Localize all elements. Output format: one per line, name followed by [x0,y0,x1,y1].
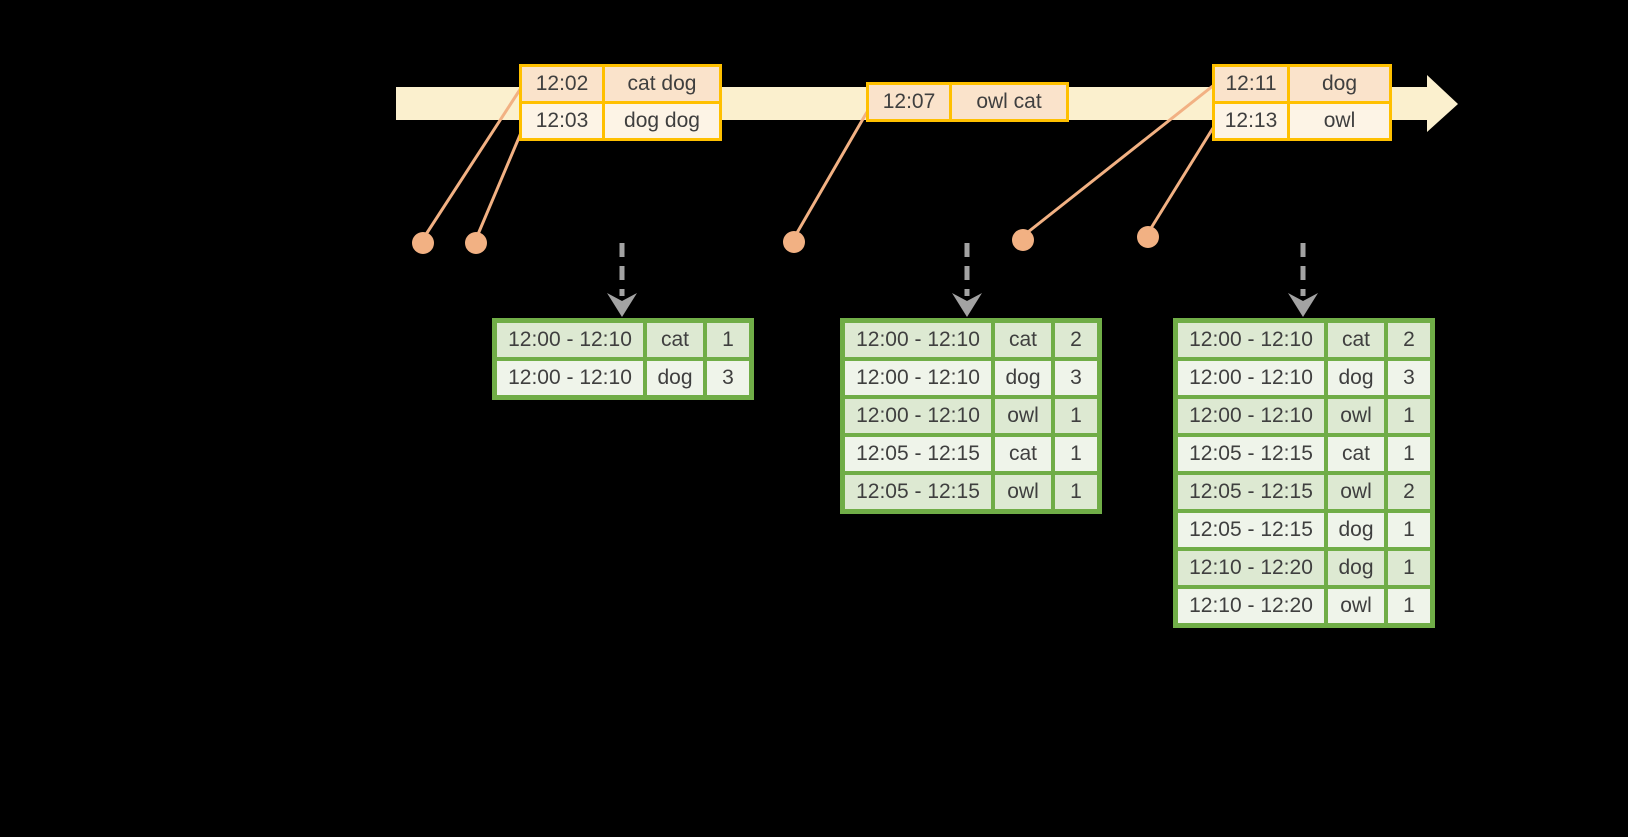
event-time-dot [465,232,487,254]
window-cell: 12:05 - 12:15 [1173,433,1328,475]
trigger-arrowhead-icon [952,293,982,317]
table-row: 12:00 - 12:10 dog 3 [1173,357,1435,399]
count-cell: 1 [1051,471,1102,514]
word-cell: cat [991,433,1055,475]
word-cell: owl [1324,585,1388,628]
event-time-dot [1137,226,1159,248]
word-cell: cat [1324,318,1388,361]
table-row: 12:10 - 12:20 owl 1 [1173,585,1435,628]
event-time-cell: 12:03 [519,101,605,141]
window-cell: 12:00 - 12:10 [492,318,647,361]
trigger-arrowhead-icon [607,293,637,317]
event-time-cell: 12:07 [866,82,952,122]
count-cell: 1 [703,318,754,361]
table-row: 12:13 owl [1212,101,1392,141]
window-cell: 12:00 - 12:10 [492,357,647,400]
table-row: 12:07 owl cat [866,82,1069,122]
word-cell: dog [991,357,1055,399]
count-cell: 1 [1051,395,1102,437]
window-cell: 12:00 - 12:10 [840,357,995,399]
table-row: 12:00 - 12:10 dog 3 [840,357,1102,399]
count-cell: 2 [1051,318,1102,361]
table-row: 12:00 - 12:10 cat 2 [1173,318,1435,361]
table-row: 12:00 - 12:10 cat 1 [492,318,754,361]
event-time-dots [412,226,1159,254]
window-cell: 12:00 - 12:10 [840,395,995,437]
word-cell: cat [643,318,707,361]
window-cell: 12:05 - 12:15 [1173,509,1328,551]
window-cell: 12:00 - 12:10 [1173,318,1328,361]
window-cell: 12:00 - 12:10 [1173,357,1328,399]
window-cell: 12:00 - 12:10 [840,318,995,361]
table-row: 12:05 - 12:15 owl 1 [840,471,1102,514]
event-words-cell: dog [1287,64,1392,104]
result-table-2: 12:00 - 12:10 cat 2 12:00 - 12:10 dog 3 … [840,318,1102,514]
event-connector-line [1146,127,1215,234]
window-cell: 12:10 - 12:20 [1173,547,1328,589]
table-row: 12:10 - 12:20 dog 1 [1173,547,1435,589]
event-time-cell: 12:13 [1212,101,1290,141]
word-cell: owl [991,471,1055,514]
event-time-dot [783,231,805,253]
event-table-1: 12:02 cat dog 12:03 dog dog [519,64,722,141]
timeline-arrowhead-icon [1427,75,1458,132]
event-time-cell: 12:11 [1212,64,1290,104]
table-row: 12:00 - 12:10 owl 1 [1173,395,1435,437]
table-row: 12:03 dog dog [519,101,722,141]
event-table-2: 12:07 owl cat [866,82,1069,122]
word-cell: cat [991,318,1055,361]
word-cell: cat [1324,433,1388,475]
window-cell: 12:10 - 12:20 [1173,585,1328,628]
word-cell: owl [991,395,1055,437]
count-cell: 2 [1384,318,1435,361]
count-cell: 3 [1051,357,1102,399]
count-cell: 1 [1384,433,1435,475]
event-time-dot [1012,229,1034,251]
count-cell: 2 [1384,471,1435,513]
table-row: 12:00 - 12:10 cat 2 [840,318,1102,361]
count-cell: 1 [1384,585,1435,628]
event-connector-line [421,87,523,240]
event-connector-lines [421,83,1215,240]
event-words-cell: dog dog [602,101,722,141]
window-cell: 12:05 - 12:15 [1173,471,1328,513]
count-cell: 3 [703,357,754,400]
count-cell: 1 [1384,509,1435,551]
event-words-cell: owl [1287,101,1392,141]
word-cell: owl [1324,471,1388,513]
word-cell: dog [1324,357,1388,399]
result-table-3: 12:00 - 12:10 cat 2 12:00 - 12:10 dog 3 … [1173,318,1435,628]
result-table-1: 12:00 - 12:10 cat 1 12:00 - 12:10 dog 3 [492,318,754,400]
event-time-cell: 12:02 [519,64,605,104]
word-cell: dog [1324,509,1388,551]
table-row: 12:11 dog [1212,64,1392,104]
trigger-arrowhead-icon [1288,293,1318,317]
word-cell: dog [643,357,707,400]
table-row: 12:00 - 12:10 owl 1 [840,395,1102,437]
window-cell: 12:05 - 12:15 [840,471,995,514]
table-row: 12:05 - 12:15 dog 1 [1173,509,1435,551]
event-time-dot [412,232,434,254]
word-cell: dog [1324,547,1388,589]
table-row: 12:02 cat dog [519,64,722,104]
table-row: 12:00 - 12:10 dog 3 [492,357,754,400]
table-row: 12:05 - 12:15 cat 1 [840,433,1102,475]
event-connector-line [792,111,869,239]
table-row: 12:05 - 12:15 owl 2 [1173,471,1435,513]
window-cell: 12:05 - 12:15 [840,433,995,475]
event-table-3: 12:11 dog 12:13 owl [1212,64,1392,141]
event-connector-line [1022,83,1215,238]
event-words-cell: owl cat [949,82,1069,122]
word-cell: owl [1324,395,1388,437]
event-connector-line [474,127,525,240]
count-cell: 1 [1384,547,1435,589]
count-cell: 1 [1384,395,1435,437]
window-cell: 12:00 - 12:10 [1173,395,1328,437]
count-cell: 1 [1051,433,1102,475]
table-row: 12:05 - 12:15 cat 1 [1173,433,1435,475]
trigger-arrows [607,243,1318,317]
event-words-cell: cat dog [602,64,722,104]
count-cell: 3 [1384,357,1435,399]
